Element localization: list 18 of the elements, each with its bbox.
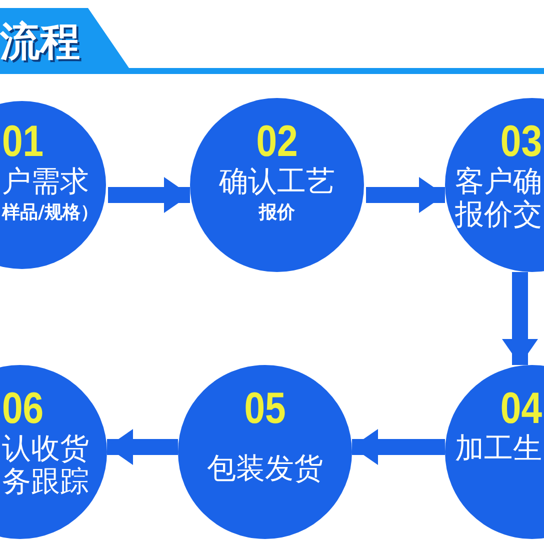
- step-number: 01: [2, 117, 45, 166]
- step-number: 03: [499, 117, 542, 166]
- step-label: 包装发货: [206, 452, 324, 486]
- arrow: [107, 429, 178, 465]
- step-label: 加工生: [454, 432, 542, 466]
- step-number: 06: [2, 384, 45, 434]
- arrow: [502, 272, 538, 365]
- arrow: [366, 177, 445, 213]
- step-number: 02: [255, 117, 299, 168]
- step-label: 确认工艺: [218, 165, 336, 198]
- arrow: [108, 177, 190, 213]
- step-label: 户需求: [2, 165, 90, 198]
- step-label: 认收货务跟踪: [2, 432, 90, 499]
- step-number: 05: [243, 384, 287, 435]
- step-label: 客户确报价交: [454, 165, 542, 232]
- step-number: 04: [499, 384, 542, 434]
- step-note: 样品/规格）: [2, 203, 100, 224]
- step-note: 报价: [258, 203, 296, 224]
